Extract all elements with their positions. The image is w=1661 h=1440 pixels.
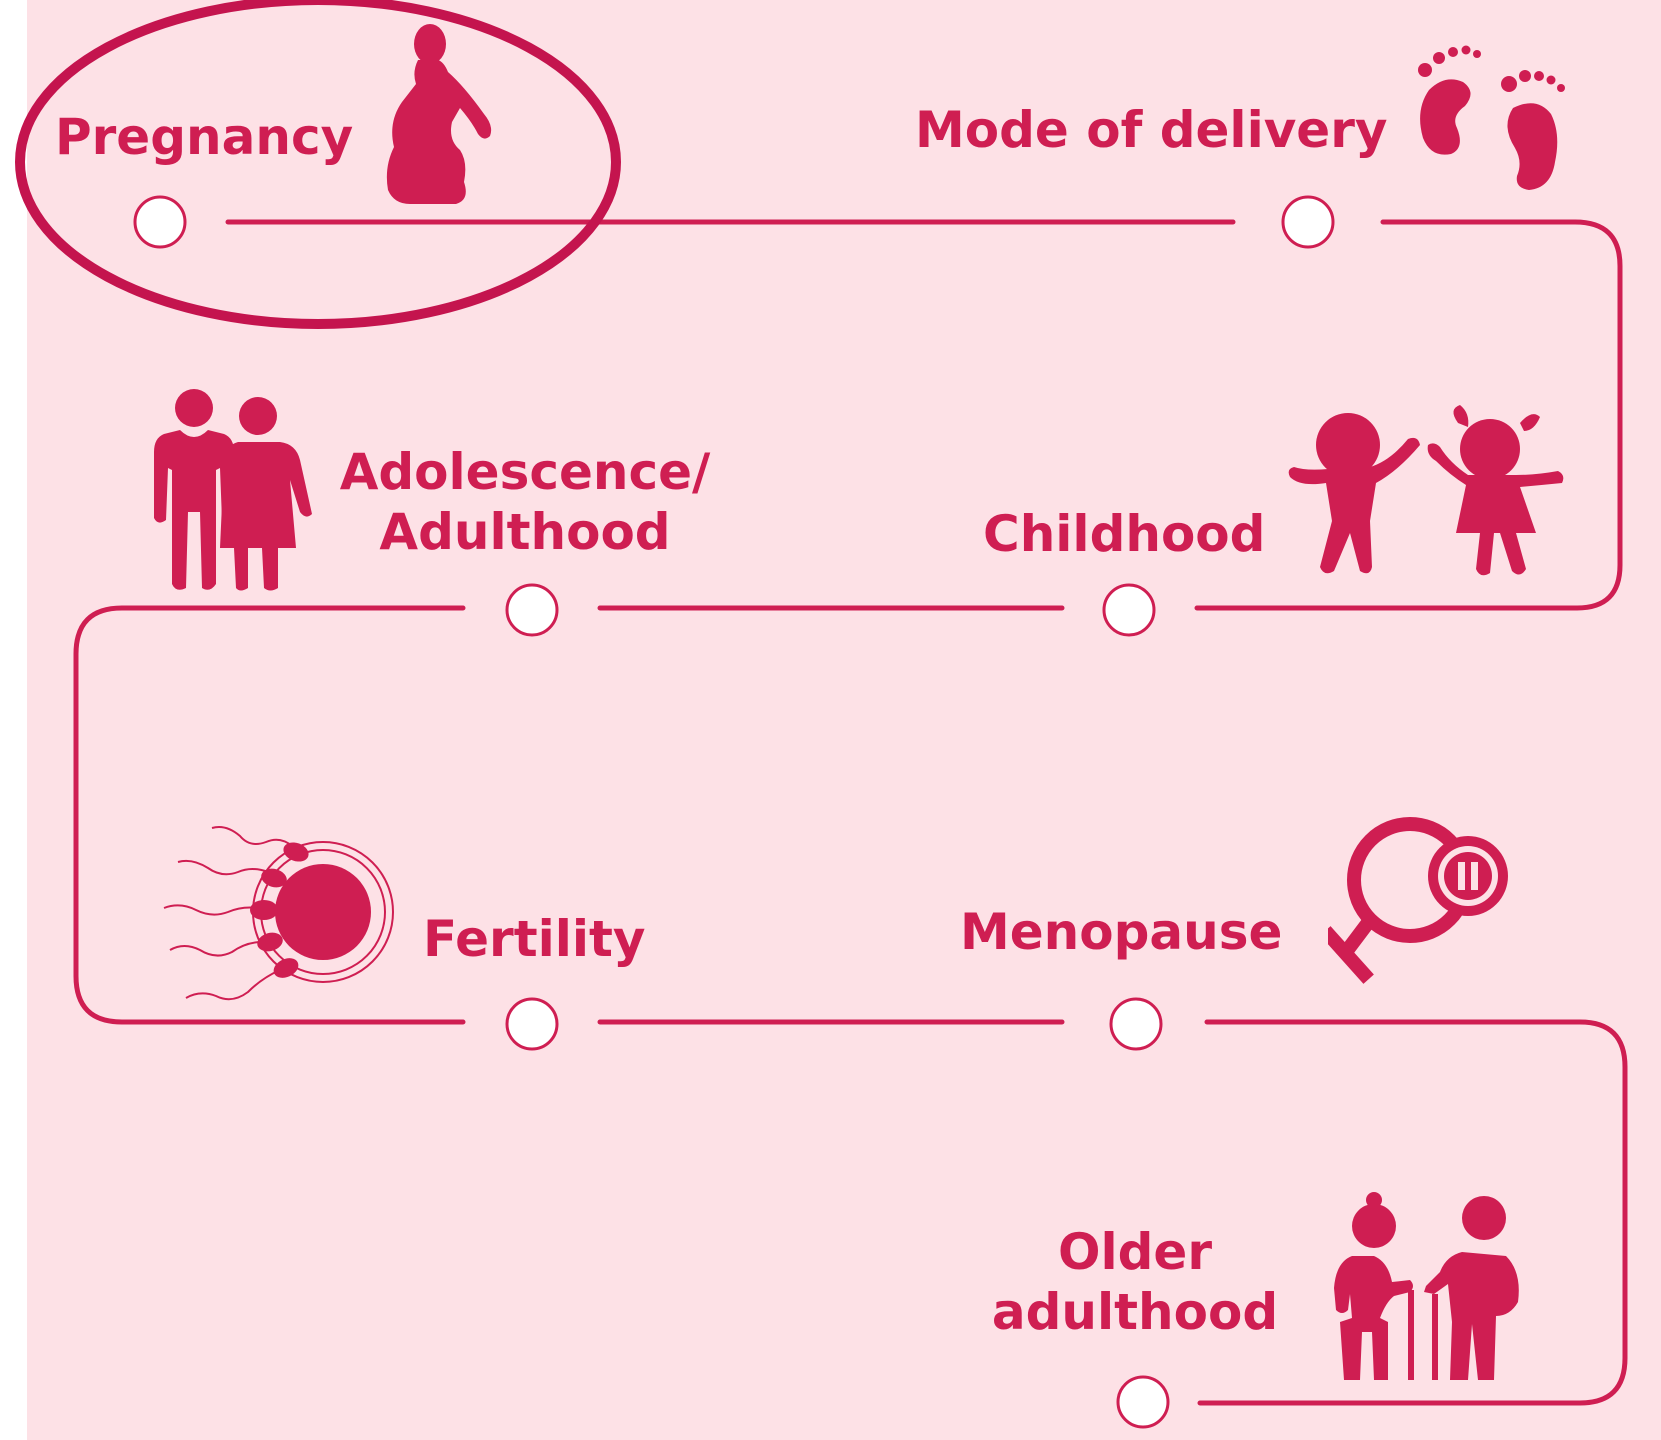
timeline-node-older-adulthood	[1118, 1377, 1168, 1427]
stage-label-line: Adulthood	[330, 502, 720, 562]
female-symbol-pause-icon	[1328, 812, 1513, 992]
stage-label-pregnancy: Pregnancy	[55, 107, 353, 167]
stage-label-line: Older	[960, 1222, 1310, 1282]
timeline-node-fertility	[507, 999, 557, 1049]
timeline-node-mode-of-delivery	[1283, 197, 1333, 247]
stage-label-mode-of-delivery: Mode of delivery	[915, 100, 1387, 160]
timeline-node-menopause	[1111, 999, 1161, 1049]
stage-label-line: adulthood	[960, 1282, 1310, 1342]
stage-label-adolescence: Adolescence/ Adulthood	[330, 442, 720, 562]
couple-icon	[150, 388, 315, 593]
children-playing-icon	[1280, 405, 1565, 580]
stage-label-childhood: Childhood	[983, 504, 1265, 564]
stage-label-menopause: Menopause	[960, 902, 1282, 962]
timeline-node-pregnancy	[135, 197, 185, 247]
pregnant-woman-icon	[360, 22, 500, 207]
timeline-node-adolescence	[507, 585, 557, 635]
stage-label-older-adulthood: Older adulthood	[960, 1222, 1310, 1342]
baby-footprints-icon	[1405, 30, 1575, 190]
sperm-egg-icon	[140, 822, 395, 1007]
stage-label-line: Adolescence/	[330, 442, 720, 502]
stage-label-fertility: Fertility	[423, 909, 646, 969]
timeline-node-childhood	[1104, 585, 1154, 635]
elderly-couple-icon	[1322, 1192, 1532, 1382]
